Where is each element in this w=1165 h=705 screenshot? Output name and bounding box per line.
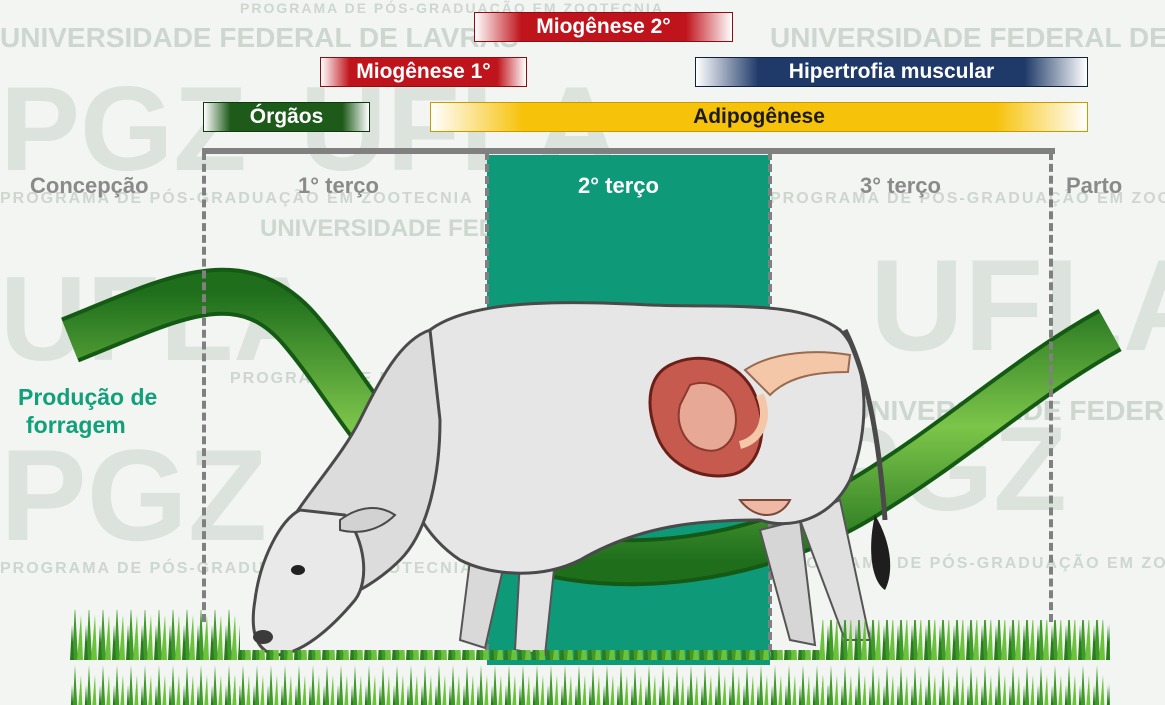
diagram-canvas: UNIVERSIDADE FEDERAL DE LAVRAS UNIVERSID… <box>0 0 1165 705</box>
grass-ground <box>0 0 1165 705</box>
